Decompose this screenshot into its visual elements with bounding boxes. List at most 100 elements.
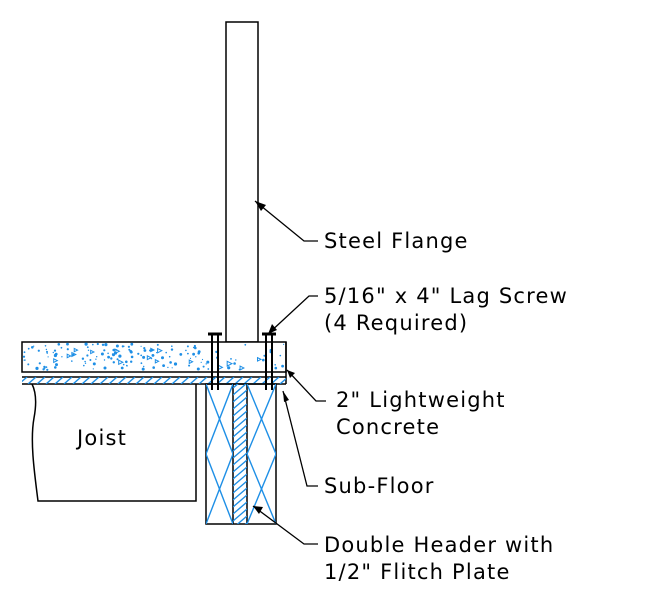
- concrete-dot: [87, 349, 90, 351]
- concrete-dot: [262, 358, 265, 362]
- concrete-dot: [55, 363, 58, 367]
- concrete-dot: [196, 367, 200, 371]
- concrete-dot: [46, 352, 48, 354]
- concrete-dot: [161, 356, 164, 360]
- concrete-dot: [140, 362, 143, 365]
- concrete-dot: [152, 366, 155, 369]
- concrete-dot: [115, 344, 119, 348]
- concrete-dot: [129, 350, 133, 354]
- concrete-dot: [201, 358, 204, 361]
- concrete-dot: [227, 366, 231, 370]
- hatch-line: [233, 508, 247, 522]
- leader-steel-flange: [254, 200, 318, 242]
- concrete-dot: [205, 363, 207, 365]
- hatch-line: [225, 377, 235, 384]
- concrete-dot: [283, 343, 285, 345]
- concrete-dot: [120, 366, 124, 370]
- concrete-dot: [127, 345, 130, 348]
- concrete-aggregate: [154, 358, 160, 364]
- hatch-line: [243, 377, 253, 384]
- hatch-line: [63, 377, 73, 384]
- hatch-line: [233, 466, 247, 480]
- header-left-cross: [206, 384, 233, 524]
- concrete-dot: [54, 366, 57, 369]
- concrete-dot: [86, 346, 89, 349]
- concrete-dot: [169, 361, 172, 364]
- hatch-line: [162, 377, 172, 384]
- concrete-aggregate: [150, 347, 156, 353]
- concrete-dot: [200, 361, 202, 363]
- hatch-line: [233, 384, 239, 389]
- label-concrete-line2: Concrete: [336, 415, 441, 439]
- hatch-line: [22, 377, 28, 383]
- hatch-line: [45, 377, 55, 384]
- concrete-dot: [281, 364, 284, 368]
- concrete-aggregate: [239, 365, 246, 371]
- hatch-line: [236, 515, 247, 524]
- concrete-aggregate: [118, 359, 124, 366]
- concrete-dot: [38, 362, 41, 365]
- concrete-aggregate: [90, 349, 96, 355]
- label-steel-flange: Steel Flange: [324, 229, 469, 253]
- concrete-dot: [165, 351, 167, 354]
- concrete-dot: [233, 362, 236, 365]
- concrete-dot: [137, 352, 140, 355]
- hatch-line: [153, 377, 163, 384]
- concrete-aggregate: [146, 355, 153, 361]
- concrete-dot: [23, 351, 26, 354]
- hatch-line: [233, 530, 247, 542]
- hatch-line: [27, 377, 37, 384]
- label-header-line2: 1/2" Flitch Plate: [324, 560, 511, 584]
- concrete-dot: [179, 353, 183, 356]
- concrete-dot: [46, 350, 48, 353]
- hatch-line: [234, 377, 244, 384]
- concrete-dot: [92, 343, 94, 346]
- concrete-dot: [162, 364, 166, 367]
- hatch-line: [72, 377, 82, 384]
- concrete-dot: [44, 345, 47, 347]
- concrete-dot: [126, 365, 128, 367]
- concrete-dot: [66, 348, 69, 351]
- concrete-dot: [111, 353, 114, 355]
- hatch-line: [233, 396, 247, 410]
- concrete-dot: [173, 362, 178, 366]
- hatch-line: [135, 377, 145, 384]
- concrete-dot: [130, 360, 133, 363]
- concrete-dot: [22, 355, 26, 358]
- concrete-dot: [171, 345, 173, 348]
- hatch-line: [233, 501, 247, 515]
- hatch-line: [171, 377, 181, 384]
- hatch-line: [117, 377, 127, 384]
- hatch-line: [233, 410, 247, 424]
- concrete-dot: [202, 365, 205, 368]
- concrete-aggregate: [66, 353, 72, 359]
- hatch-line: [289, 377, 297, 384]
- concrete-dot: [96, 356, 98, 358]
- concrete-aggregate: [226, 360, 234, 367]
- concrete-dot: [206, 360, 210, 364]
- header-right-cross: [247, 384, 276, 524]
- hatch-line: [81, 377, 91, 384]
- concrete-dot: [230, 358, 232, 360]
- concrete-dot: [61, 356, 63, 358]
- concrete-dot: [193, 344, 196, 348]
- hatch-line: [233, 417, 247, 431]
- concrete-aggregate: [256, 356, 263, 362]
- concrete-dot: [187, 352, 189, 355]
- concrete-dot: [185, 349, 187, 352]
- concrete-dot: [118, 354, 122, 358]
- concrete-dot: [121, 345, 124, 348]
- concrete-dot: [54, 352, 58, 356]
- hatch-line: [233, 424, 247, 438]
- hatch-line: [54, 377, 64, 384]
- leader-header: [252, 505, 318, 545]
- hatch-line: [144, 377, 154, 384]
- hatch-line: [36, 377, 46, 384]
- concrete-dot: [89, 359, 92, 361]
- hatch-line: [233, 487, 247, 501]
- concrete-dot: [35, 366, 39, 370]
- hatch-line: [279, 377, 286, 384]
- concrete-dot: [279, 354, 282, 357]
- leaders: [252, 200, 326, 545]
